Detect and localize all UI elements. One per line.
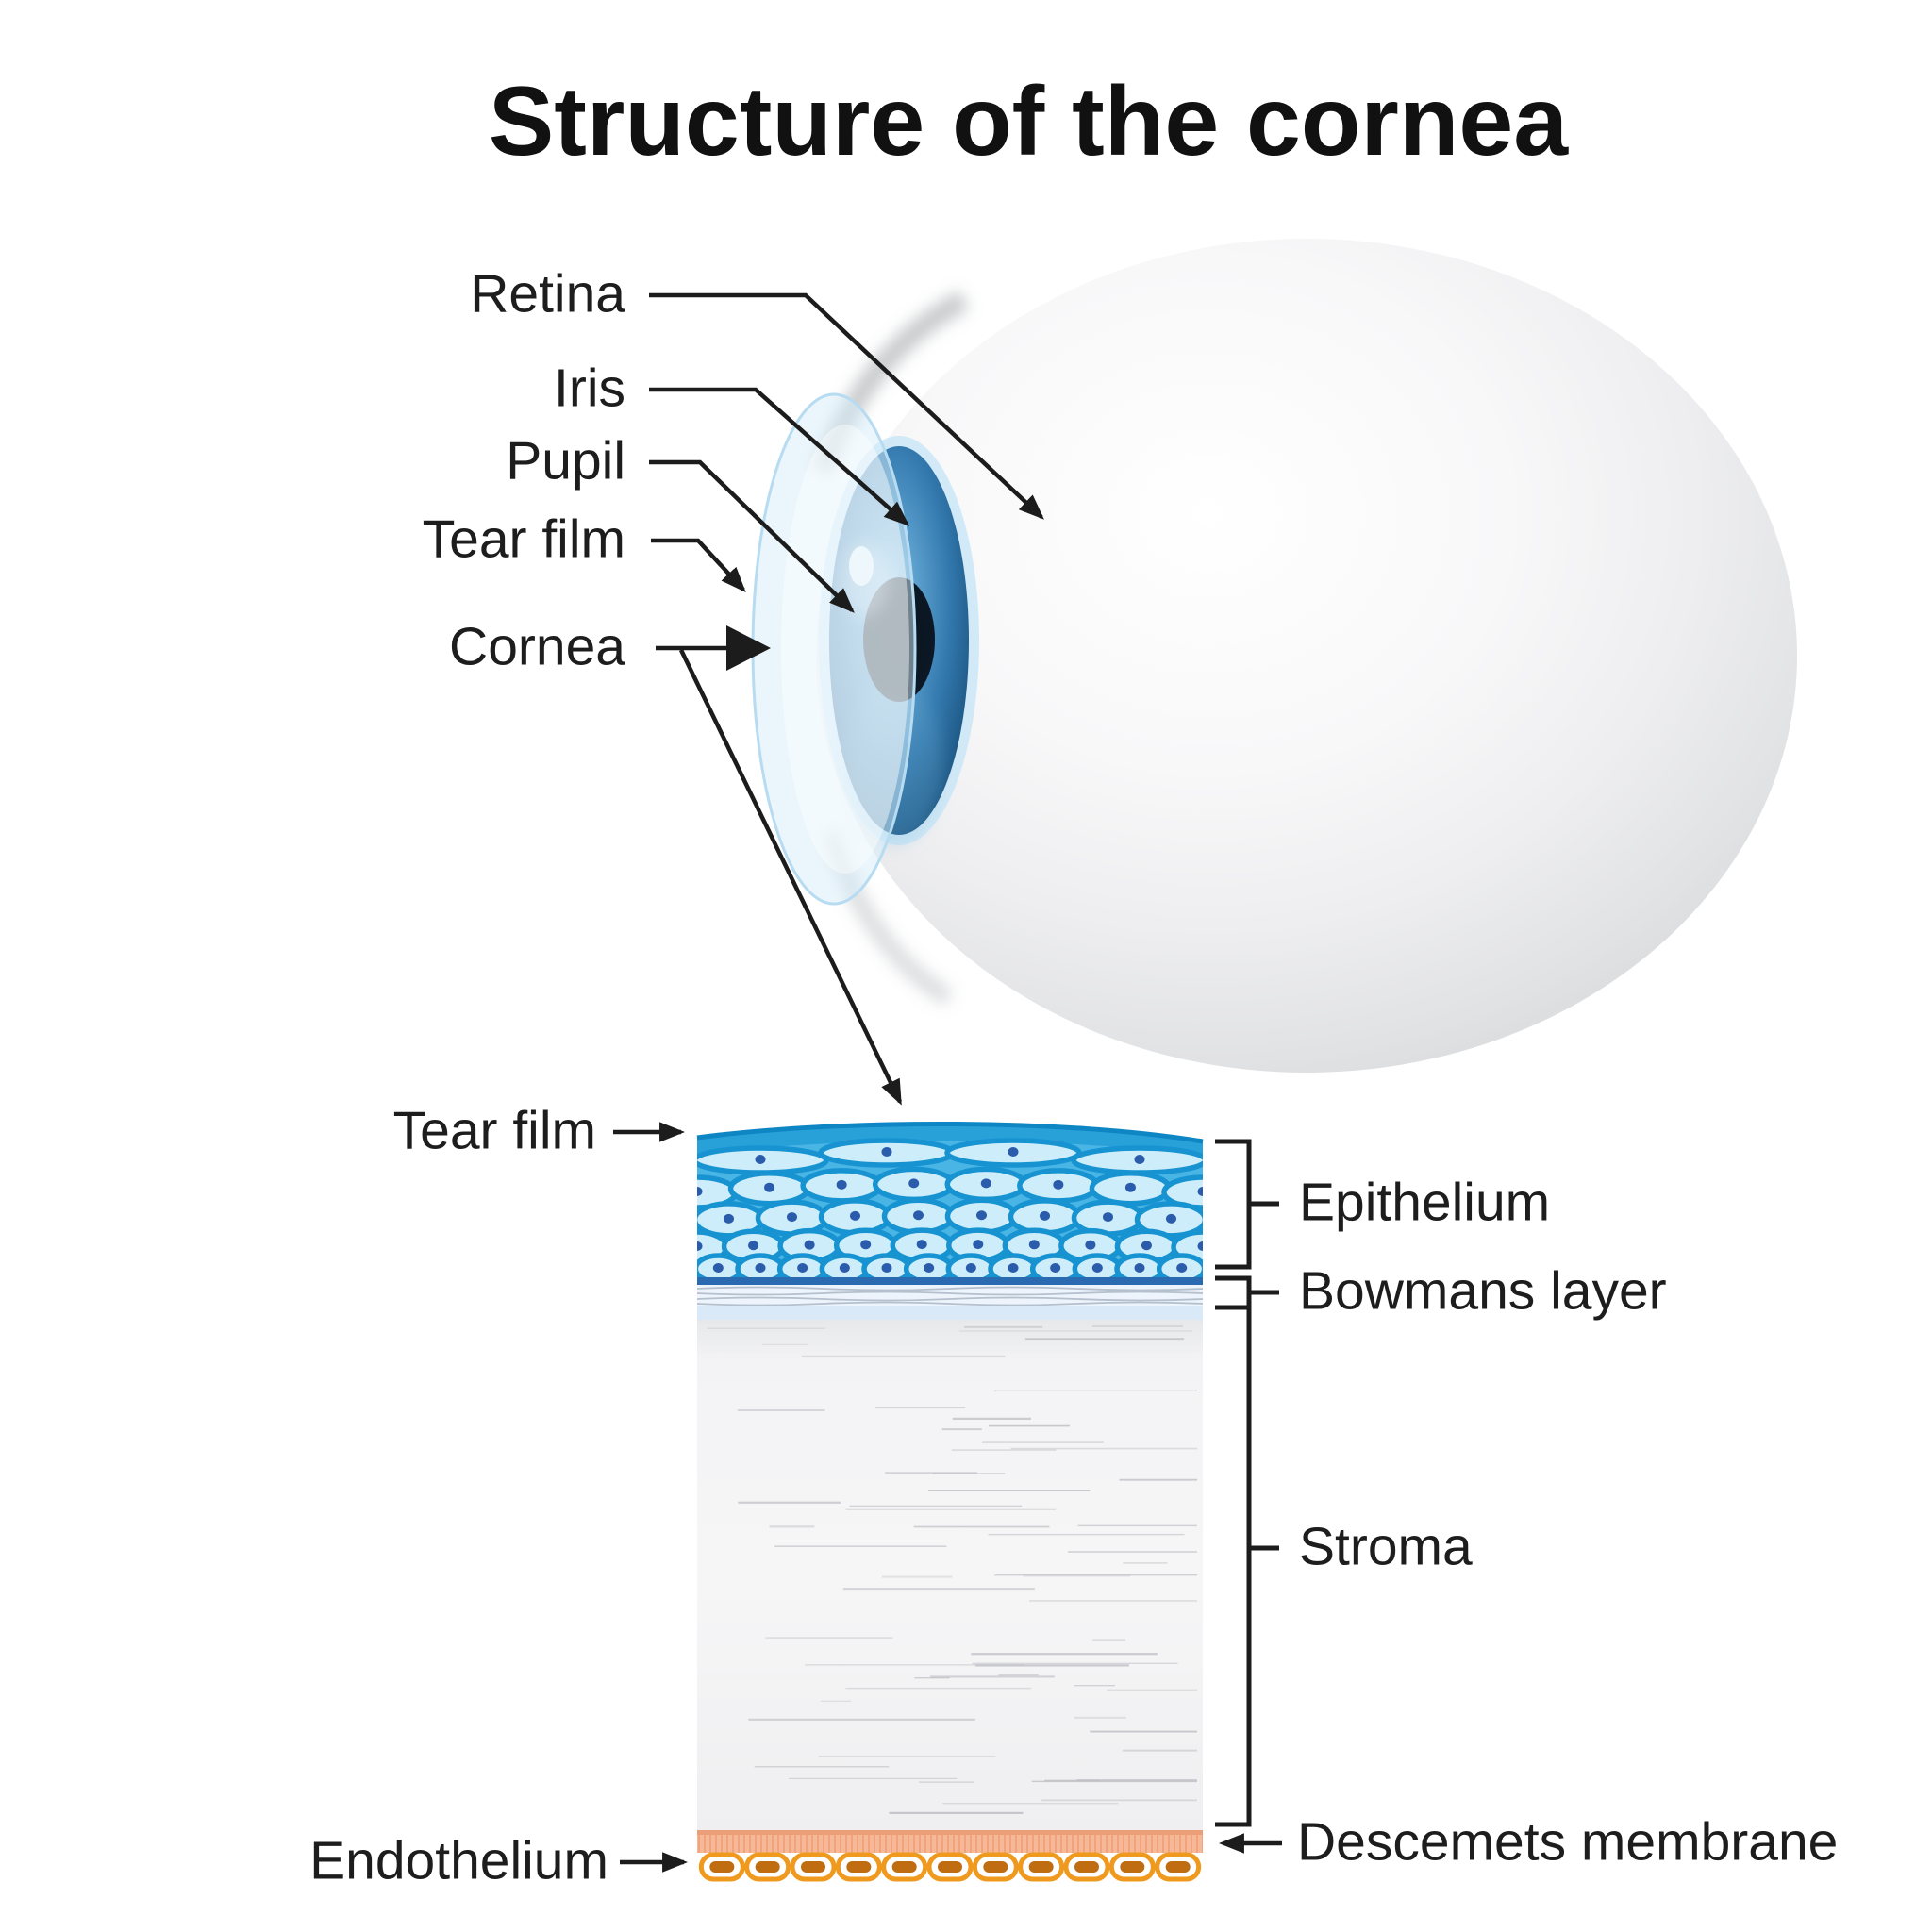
pupil-line xyxy=(649,459,855,613)
basal-membrane-line xyxy=(697,1277,1203,1285)
stroma-bracket xyxy=(1215,1307,1279,1827)
label-tear-film-eye: Tear film xyxy=(422,508,625,570)
annotation-lines xyxy=(613,292,1282,1873)
label-endothelium: Endothelium xyxy=(309,1830,608,1891)
label-iris: Iris xyxy=(554,358,625,419)
page-title: Structure of the cornea xyxy=(488,67,1569,176)
cornea-cross-section xyxy=(696,1121,1204,1883)
eyeball-illustration xyxy=(751,239,1797,1073)
label-descemets-membrane: Descemets membrane xyxy=(1297,1811,1839,1873)
stroma-streaks xyxy=(707,1325,1197,1814)
cornea-to-section-line xyxy=(678,649,903,1106)
sclera-sphere xyxy=(816,239,1797,1073)
bowmans-blue-band xyxy=(697,1306,1203,1320)
bowmans-layer-lines xyxy=(697,1286,1203,1307)
epithelium-bracket xyxy=(1215,1139,1279,1270)
label-tear-film-section: Tear film xyxy=(392,1100,596,1161)
bowmans-bracket xyxy=(1215,1275,1279,1310)
label-pupil: Pupil xyxy=(506,430,625,491)
iris-line xyxy=(649,387,910,526)
label-epithelium: Epithelium xyxy=(1299,1172,1551,1233)
label-cornea: Cornea xyxy=(449,616,625,677)
endothelium-cells xyxy=(698,1852,1202,1882)
tear-film-eye-line xyxy=(651,538,746,592)
cornea-arrowhead xyxy=(726,625,771,671)
descemets-top-edge xyxy=(697,1830,1203,1835)
cornea-bulge-inner xyxy=(781,425,909,874)
label-retina: Retina xyxy=(470,263,625,325)
tear-film-top-edge xyxy=(696,1121,1204,1144)
label-bowmans-layer: Bowmans layer xyxy=(1299,1260,1667,1322)
label-stroma: Stroma xyxy=(1299,1516,1473,1577)
retina-line xyxy=(649,292,1044,520)
